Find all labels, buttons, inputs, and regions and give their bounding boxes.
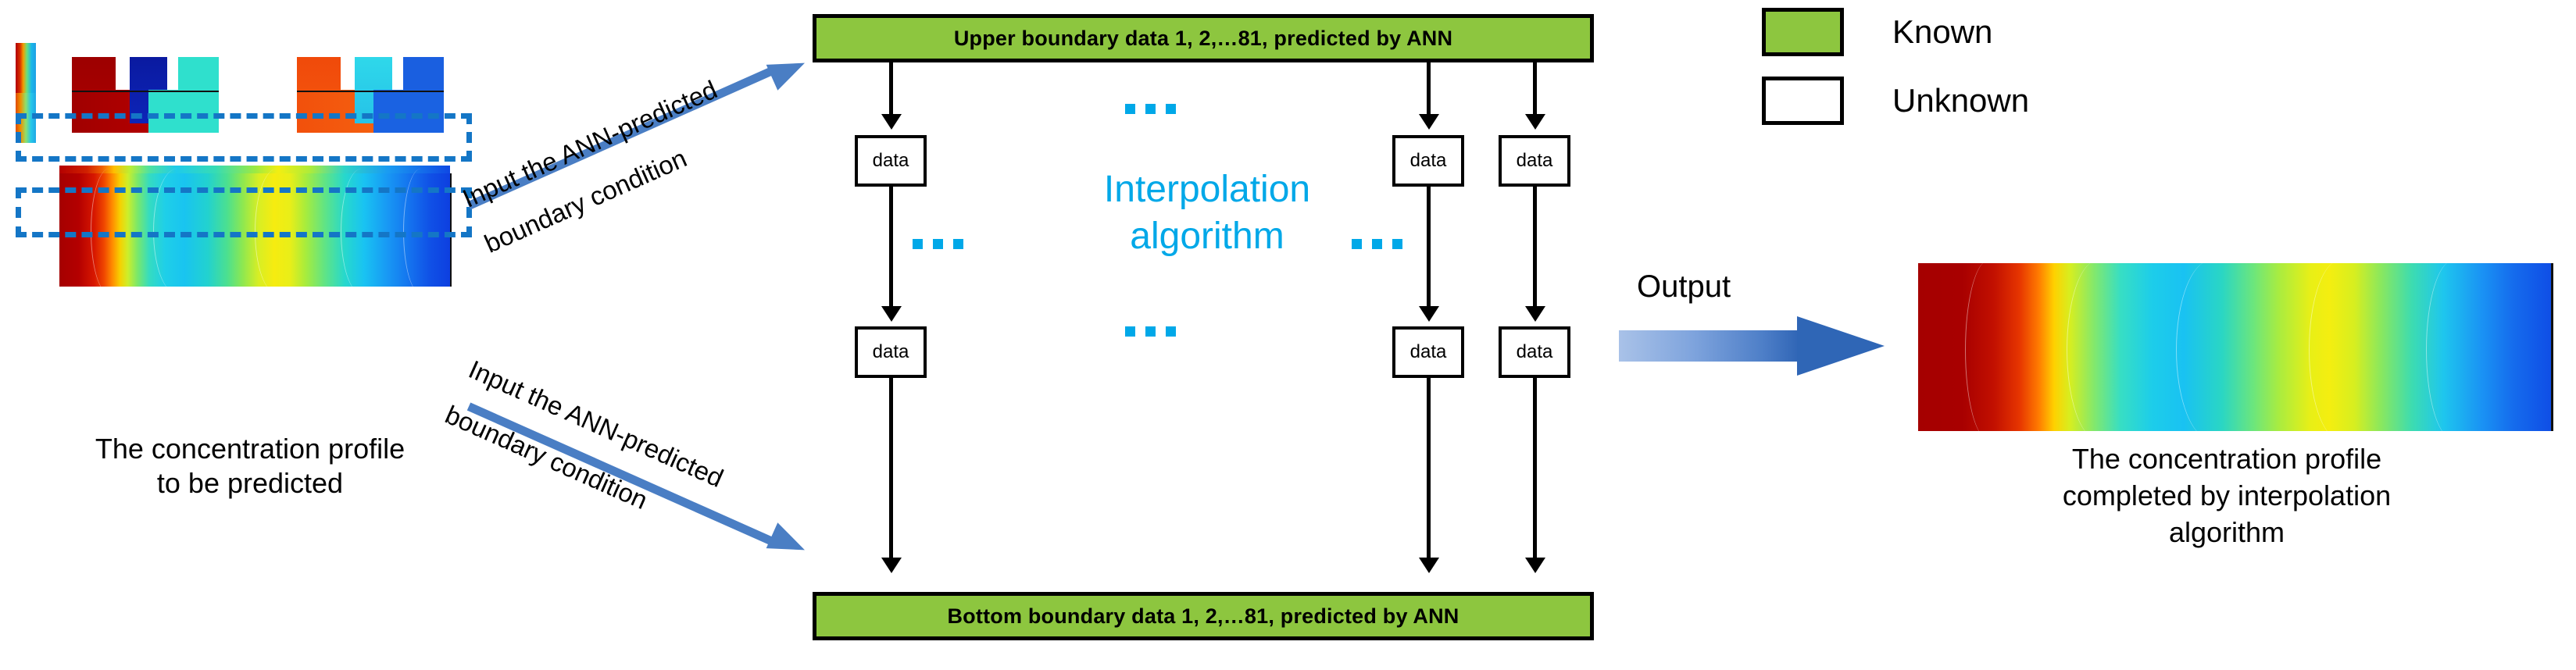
arrow-head-left-2: [881, 306, 902, 322]
ellipsis-dot: [1166, 326, 1176, 337]
right-caption-line3: algorithm: [2168, 515, 2285, 548]
ellipsis-dot: [1372, 239, 1382, 249]
legend: Known Unknown: [1762, 8, 2029, 145]
manifold-cyan-cross: [148, 90, 219, 133]
lower-input-arrow-head: [766, 522, 811, 563]
lower-input-arrow-group: Input the ANN-predicted boundary conditi…: [441, 324, 828, 629]
streamline: [1965, 260, 2013, 440]
manifold-left-stem: [16, 43, 36, 93]
ellipsis-center-bottom: [1125, 326, 1176, 337]
ellipsis-dot: [1392, 239, 1402, 249]
manifold-blue2-cross: [373, 90, 444, 133]
data-box-left-top[interactable]: data: [855, 135, 927, 187]
data-box-label: data: [1516, 150, 1553, 171]
arrow-shaft-left-2: [889, 187, 893, 308]
data-box-label: data: [1516, 341, 1553, 362]
arrow-shaft-rightB-2: [1533, 187, 1537, 308]
data-box-rightB-top[interactable]: data: [1499, 135, 1570, 187]
arrow-shaft-rightA-1: [1427, 62, 1431, 116]
upper-boundary-bar-label: Upper boundary data 1, 2,…81, predicted …: [953, 26, 1453, 50]
legend-label-known: Known: [1892, 13, 1993, 50]
output-arrow-shaft: [1619, 330, 1802, 362]
left-caption-line1: The concentration profile: [95, 433, 406, 465]
ellipsis-center-top: [1125, 104, 1176, 114]
ellipsis-dot: [1145, 104, 1156, 114]
streamline: [91, 169, 127, 294]
data-box-label: data: [1409, 341, 1447, 362]
ellipsis-right: [1352, 239, 1402, 249]
interpolation-label-line1: Interpolation: [1103, 169, 1311, 210]
arrow-head-rightB-2: [1525, 306, 1545, 322]
cfd-tank-upper-band: [59, 166, 450, 175]
ellipsis-dot: [1125, 104, 1135, 114]
streamline: [2067, 260, 2130, 440]
cfd-inlet-manifolds: [16, 43, 484, 199]
arrow-head-rightB-3: [1525, 558, 1545, 573]
ellipsis-dot: [933, 239, 943, 249]
ellipsis-dot: [1125, 326, 1135, 337]
arrow-shaft-left-3: [889, 378, 893, 559]
arrow-head-rightB-1: [1525, 114, 1545, 130]
streamline: [2176, 260, 2247, 440]
right-caption-line2: completed by interpolation: [2062, 479, 2392, 511]
ellipsis-dot: [1166, 104, 1176, 114]
data-box-rightB-bottom[interactable]: data: [1499, 326, 1570, 378]
upper-boundary-bar[interactable]: Upper boundary data 1, 2,…81, predicted …: [813, 14, 1594, 62]
arrow-head-rightA-1: [1419, 114, 1439, 130]
right-figure-caption: The concentration profile completed by i…: [1875, 441, 2576, 551]
upper-input-arrow-group: Input the ANN-predicted boundary conditi…: [458, 47, 828, 258]
left-figure-caption: The concentration profile to be predicte…: [16, 432, 484, 501]
streamline: [403, 169, 438, 294]
interpolation-flow-diagram: Upper boundary data 1, 2,…81, predicted …: [813, 14, 1602, 654]
manifold-divider-line-2: [297, 91, 444, 92]
ellipsis-dot: [913, 239, 923, 249]
manifold-divider-line: [72, 91, 219, 92]
arrow-shaft-rightB-1: [1533, 62, 1537, 116]
arrow-shaft-rightA-2: [1427, 187, 1431, 308]
ellipsis-left: [913, 239, 963, 249]
streamline: [341, 169, 382, 294]
arrow-head-left-3: [881, 558, 902, 573]
arrow-head-rightA-3: [1419, 558, 1439, 573]
streamline: [2426, 260, 2481, 440]
upper-input-arrow-head: [766, 50, 811, 91]
ellipsis-dot: [1352, 239, 1362, 249]
streamline: [2309, 260, 2372, 440]
legend-swatch-known: [1762, 8, 1844, 56]
arrow-head-rightA-2: [1419, 306, 1439, 322]
bottom-boundary-highlight-box: [16, 187, 472, 237]
legend-item-unknown: Unknown: [1762, 77, 2029, 125]
left-caption-line2: to be predicted: [156, 466, 344, 499]
data-box-rightA-top[interactable]: data: [1392, 135, 1464, 187]
bottom-boundary-bar-label: Bottom boundary data 1, 2,…81, predicted…: [947, 604, 1459, 628]
streamline: [255, 169, 299, 294]
legend-swatch-unknown: [1762, 77, 1844, 125]
upper-boundary-highlight-box: [16, 113, 472, 162]
bottom-boundary-bar[interactable]: Bottom boundary data 1, 2,…81, predicted…: [813, 592, 1594, 640]
interpolation-label-line2: algorithm: [1130, 216, 1284, 257]
interpolation-algorithm-label: Interpolation algorithm: [1063, 166, 1352, 260]
arrow-head-left-1: [881, 114, 902, 130]
right-caption-line1: The concentration profile: [2071, 443, 2382, 475]
output-concentration-figure: [1918, 260, 2553, 440]
ellipsis-dot: [953, 239, 963, 249]
arrow-shaft-rightA-3: [1427, 378, 1431, 559]
output-label: Output: [1637, 269, 1731, 304]
data-box-label: data: [1409, 150, 1447, 171]
legend-item-known: Known: [1762, 8, 2029, 56]
input-concentration-figure: The concentration profile to be predicte…: [16, 43, 484, 499]
arrow-shaft-left-1: [889, 62, 893, 116]
data-box-rightA-bottom[interactable]: data: [1392, 326, 1464, 378]
ellipsis-dot: [1145, 326, 1156, 337]
arrow-shaft-rightB-3: [1533, 378, 1537, 559]
legend-label-unknown: Unknown: [1892, 82, 2030, 119]
output-arrow-head: [1797, 316, 1885, 376]
streamline: [153, 169, 201, 294]
output-arrow: [1619, 316, 1885, 376]
data-box-label: data: [872, 341, 909, 362]
data-box-label: data: [872, 150, 909, 171]
data-box-left-bottom[interactable]: data: [855, 326, 927, 378]
